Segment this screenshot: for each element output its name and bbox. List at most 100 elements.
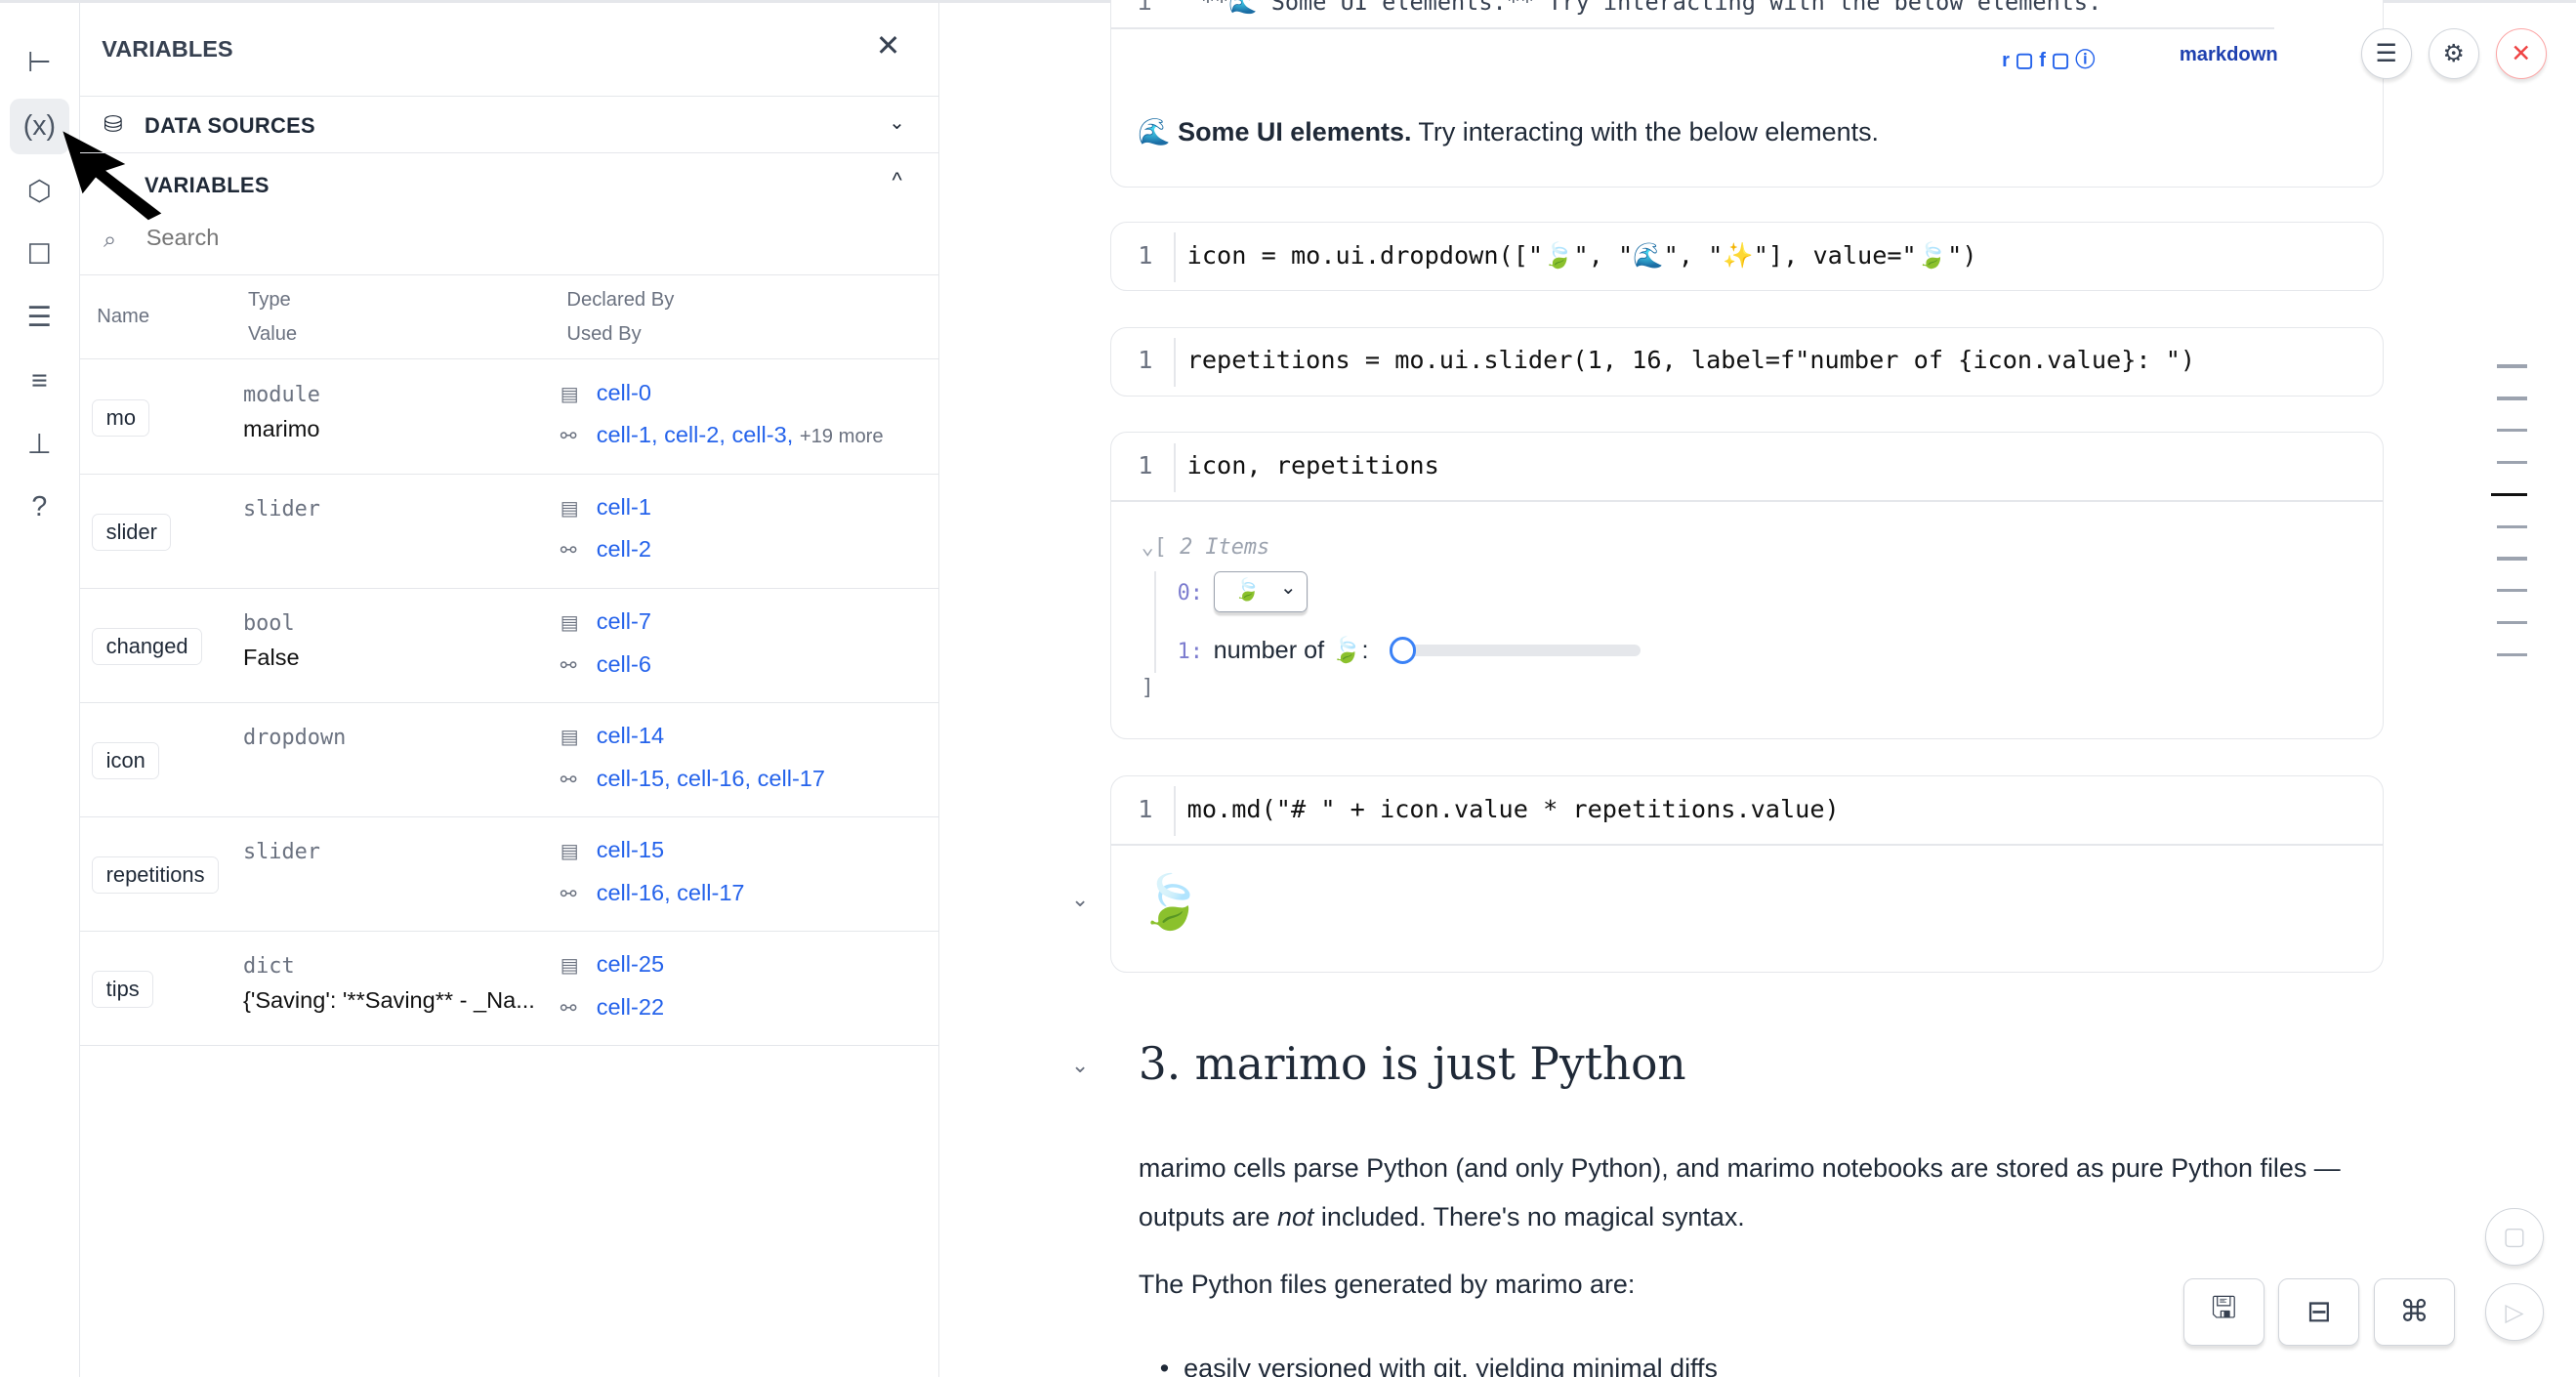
stop-button[interactable]: ▢ (2485, 1207, 2544, 1266)
used-by-icon: ⚯ (560, 883, 577, 905)
cell-link[interactable]: cell-16 (596, 879, 665, 905)
language-toggle[interactable]: markdown (2179, 43, 2278, 65)
sidebar-rail: ⊢ (x) ⬡ ☐ ☰ ≡ ⊥ ? (0, 0, 80, 1377)
variables-icon[interactable]: (x) (10, 98, 69, 155)
cell-link[interactable]: cell-17 (677, 879, 745, 905)
repetitions-slider[interactable] (1393, 645, 1641, 657)
minimap-tick[interactable] (2497, 460, 2527, 465)
minimap-tick[interactable] (2497, 524, 2527, 528)
variables-section: VARIABLES ^ ⌕ (80, 154, 938, 275)
table-header: Name Type Value Declared By Used By (80, 276, 938, 359)
used-by-icon: ⚯ (560, 540, 577, 563)
markdown-cell: 1 "**🌊 Some UI elements.** Try interacti… (1110, 0, 2385, 188)
minimap-tick[interactable] (2490, 492, 2527, 497)
md-output: 🍃 (1138, 872, 1204, 932)
minimap-tick[interactable] (2497, 652, 2527, 657)
table-row[interactable]: slider slider ▤cell-1 ⚯cell-2 (80, 475, 938, 589)
dependency-graph-icon[interactable]: ⊥ (26, 428, 52, 460)
cell-icon: ▤ (560, 383, 579, 405)
minimap-tick[interactable] (2497, 396, 2527, 400)
database-icon: ⛁ (103, 110, 123, 137)
code-line[interactable]: icon = mo.ui.dropdown(["🍃", "🌊", "✨"], v… (1186, 240, 1977, 270)
code-cell-dropdown[interactable]: 1 icon = mo.ui.dropdown(["🍃", "🌊", "✨"],… (1110, 222, 2385, 292)
code-line[interactable]: repetitions = mo.ui.slider(1, 16, label=… (1186, 346, 2196, 375)
minimap-tick[interactable] (2497, 620, 2527, 625)
cell-link[interactable]: cell-2 (664, 422, 720, 448)
cell-link[interactable]: cell-17 (757, 765, 825, 791)
table-row[interactable]: mo module marimo ▤cell-0 ⚯cell-1, cell-2… (80, 359, 938, 475)
section-heading: 3. marimo is just Python (1138, 1038, 1686, 1091)
code-cell-tuple[interactable]: 1 icon, repetitions ⌄[ 2 Items 0: 🍃⌄ 1: … (1110, 432, 2385, 740)
declared-by-link[interactable]: cell-25 (596, 951, 665, 978)
tree-toggle[interactable]: ⌄[ 2 Items (1141, 534, 1270, 560)
table-row[interactable]: tips dict {'Saving': '**Saving** - _Na..… (80, 932, 938, 1046)
chevron-up-icon[interactable]: ^ (892, 167, 902, 192)
help-icon[interactable]: ? (31, 491, 48, 523)
search-icon: ⌕ (103, 227, 117, 253)
declared-by-link[interactable]: cell-14 (596, 722, 665, 748)
search-input[interactable] (143, 223, 808, 254)
robot-icon[interactable]: ☐ (26, 239, 53, 271)
run-button[interactable]: ▷ (2485, 1282, 2544, 1342)
md-bold: 🌊 Some UI elements. (1138, 116, 1412, 146)
command-palette-button[interactable]: ⌘ (2374, 1277, 2455, 1347)
cell-link[interactable]: cell-3 (731, 422, 787, 448)
code-cell-md[interactable]: 1 mo.md("# " + icon.value * repetitions.… (1110, 775, 2385, 974)
cell-link[interactable]: cell-1 (596, 422, 651, 448)
more-link[interactable]: +19 more (799, 426, 884, 448)
chevron-down-icon: ⌄ (889, 111, 906, 134)
variable-name[interactable]: changed (92, 628, 202, 666)
icon-dropdown[interactable]: 🍃⌄ (1213, 570, 1308, 613)
file-tree-icon[interactable]: ⊢ (26, 47, 52, 79)
collapse-chevron-icon[interactable]: ⌄ (1070, 1053, 1090, 1078)
code-line[interactable]: icon, repetitions (1186, 450, 1439, 480)
cell-link[interactable]: cell-6 (596, 650, 651, 677)
variable-name[interactable]: icon (92, 742, 160, 780)
cell-link[interactable]: cell-2 (596, 536, 651, 563)
table-row[interactable]: changed bool False ▤cell-7 ⚯cell-6 (80, 589, 938, 703)
declared-by-link[interactable]: cell-15 (596, 837, 665, 862)
variable-type: module (242, 382, 320, 407)
minimap-tick[interactable] (2497, 557, 2527, 561)
declared-by-link[interactable]: cell-0 (596, 379, 651, 405)
scroll-icon[interactable]: ☰ (26, 302, 53, 334)
variable-value: False (242, 644, 300, 670)
code-cell-slider[interactable]: 1 repetitions = mo.ui.slider(1, 16, labe… (1110, 326, 2385, 396)
package-icon[interactable]: ⬡ (26, 175, 52, 207)
code-line[interactable]: mo.md("# " + icon.value * repetitions.va… (1186, 794, 1840, 823)
slider-thumb[interactable] (1389, 637, 1417, 664)
cell-link[interactable]: cell-16 (677, 765, 745, 791)
variable-name[interactable]: slider (92, 513, 172, 551)
minimap-tick[interactable] (2497, 429, 2527, 433)
col-value: Value (248, 323, 298, 346)
variable-name[interactable]: mo (92, 398, 150, 437)
table-row[interactable]: icon dropdown ▤cell-14 ⚯cell-15, cell-16… (80, 703, 938, 817)
cell-link[interactable]: cell-15 (596, 765, 665, 791)
cell-icon: ▤ (560, 611, 579, 634)
data-sources-section[interactable]: ⛁ DATA SOURCES ⌄ (80, 97, 938, 154)
save-button[interactable]: 🖫 (2182, 1277, 2264, 1347)
used-by-icon: ⚯ (560, 654, 577, 677)
md-toolbar[interactable]: r ▢ f ▢ ⓘ (2002, 49, 2096, 71)
cell-icon: ▤ (560, 955, 579, 978)
search-list-icon[interactable]: ≡ (31, 364, 48, 396)
table-row[interactable]: repetitions slider ▤cell-15 ⚯cell-16, ce… (80, 817, 938, 932)
declared-by-link[interactable]: cell-1 (596, 493, 651, 520)
layout-button[interactable]: ⊟ (2278, 1277, 2360, 1347)
declared-by-link[interactable]: cell-7 (596, 607, 651, 634)
cell-link[interactable]: cell-22 (596, 993, 665, 1020)
variables-header[interactable]: VARIABLES (145, 172, 270, 197)
used-by-icon: ⚯ (560, 997, 577, 1020)
used-by-icon: ⚯ (560, 426, 577, 448)
close-icon[interactable]: ✕ (875, 30, 901, 63)
close-app-button[interactable]: ✕ (2495, 27, 2548, 80)
variable-name[interactable]: repetitions (92, 856, 219, 895)
col-type: Type (248, 289, 291, 312)
data-sources-header: DATA SOURCES (145, 113, 315, 139)
collapse-chevron-icon[interactable]: ⌄ (1070, 887, 1090, 912)
menu-button[interactable]: ☰ (2360, 27, 2413, 80)
variable-name[interactable]: tips (92, 971, 154, 1009)
minimap-tick[interactable] (2497, 364, 2527, 368)
minimap-tick[interactable] (2497, 589, 2527, 593)
settings-gear-icon[interactable]: ⚙ (2428, 27, 2480, 80)
